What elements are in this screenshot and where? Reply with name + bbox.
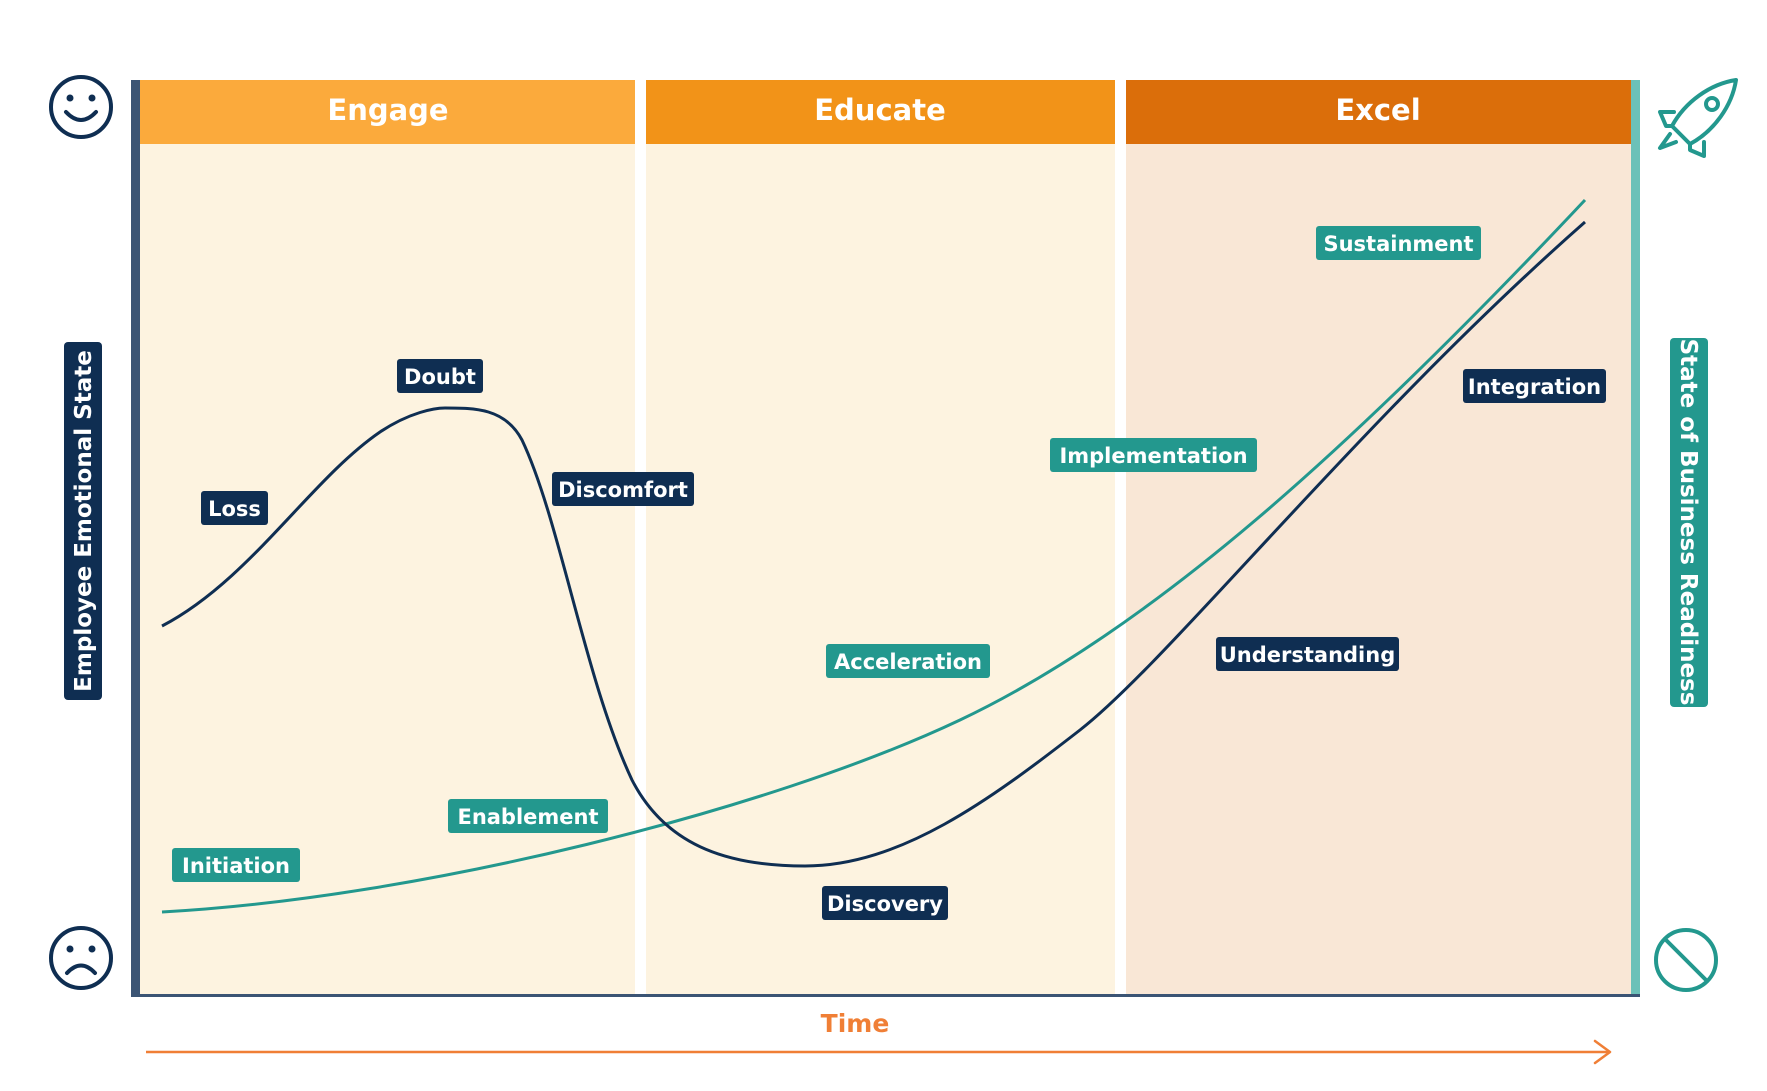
curve-label-loss: Loss	[201, 491, 268, 525]
curve-label-understanding: Understanding	[1216, 637, 1399, 671]
right-axis-title: State of Business Readiness	[1670, 338, 1708, 707]
curve-label-discomfort-text: Discomfort	[558, 478, 688, 502]
curve-label-implementation: Implementation	[1050, 438, 1257, 472]
x-axis-title: Time	[821, 1009, 890, 1038]
phase-label-educate: Educate	[814, 93, 946, 127]
phase-label-excel: Excel	[1335, 93, 1420, 127]
prohibited-icon	[1654, 928, 1718, 992]
engage-column	[140, 80, 635, 996]
engage-header	[140, 80, 635, 144]
right-axis-title-text: State of Business Readiness	[1675, 339, 1701, 706]
curve-label-enablement: Enablement	[448, 799, 608, 833]
emotional-curve	[161, 220, 1586, 868]
rocket-icon	[1658, 78, 1738, 158]
excel-header	[1126, 80, 1631, 144]
readiness-curve	[161, 198, 1587, 914]
curve-label-discovery-text: Discovery	[827, 892, 943, 916]
curve-label-implementation-text: Implementation	[1059, 444, 1247, 468]
curve-label-initiation: Initiation	[172, 848, 300, 882]
curve-label-integration-text: Integration	[1468, 375, 1601, 399]
left-axis-title-text: Employee Emotional State	[71, 350, 97, 692]
curve-label-sustainment-text: Sustainment	[1323, 232, 1473, 256]
curve-label-discovery: Discovery	[822, 886, 948, 920]
right-axis-bar	[1631, 80, 1640, 996]
educate-column	[646, 80, 1115, 996]
curve-label-loss-text: Loss	[208, 497, 261, 521]
curve-label-acceleration: Acceleration	[826, 644, 990, 678]
curve-label-doubt: Doubt	[397, 359, 483, 393]
educate-header	[646, 80, 1115, 144]
left-axis-bar	[131, 80, 140, 996]
curve-label-acceleration-text: Acceleration	[834, 650, 982, 674]
time-arrow-head	[1593, 1039, 1612, 1065]
curve-label-initiation-text: Initiation	[182, 854, 290, 878]
curve-label-sustainment: Sustainment	[1316, 226, 1481, 260]
left-axis-title: Employee Emotional State	[64, 342, 102, 700]
curve-label-integration: Integration	[1463, 369, 1606, 403]
curve-label-understanding-text: Understanding	[1220, 643, 1396, 667]
phase-label-engage: Engage	[327, 93, 448, 127]
curve-label-doubt-text: Doubt	[404, 365, 476, 389]
happy-face-icon	[49, 75, 113, 139]
excel-column	[1126, 80, 1631, 996]
x-axis-line	[131, 994, 1640, 997]
sad-face-icon	[49, 926, 113, 990]
curve-label-enablement-text: Enablement	[457, 805, 598, 829]
curve-label-discomfort: Discomfort	[552, 472, 694, 506]
